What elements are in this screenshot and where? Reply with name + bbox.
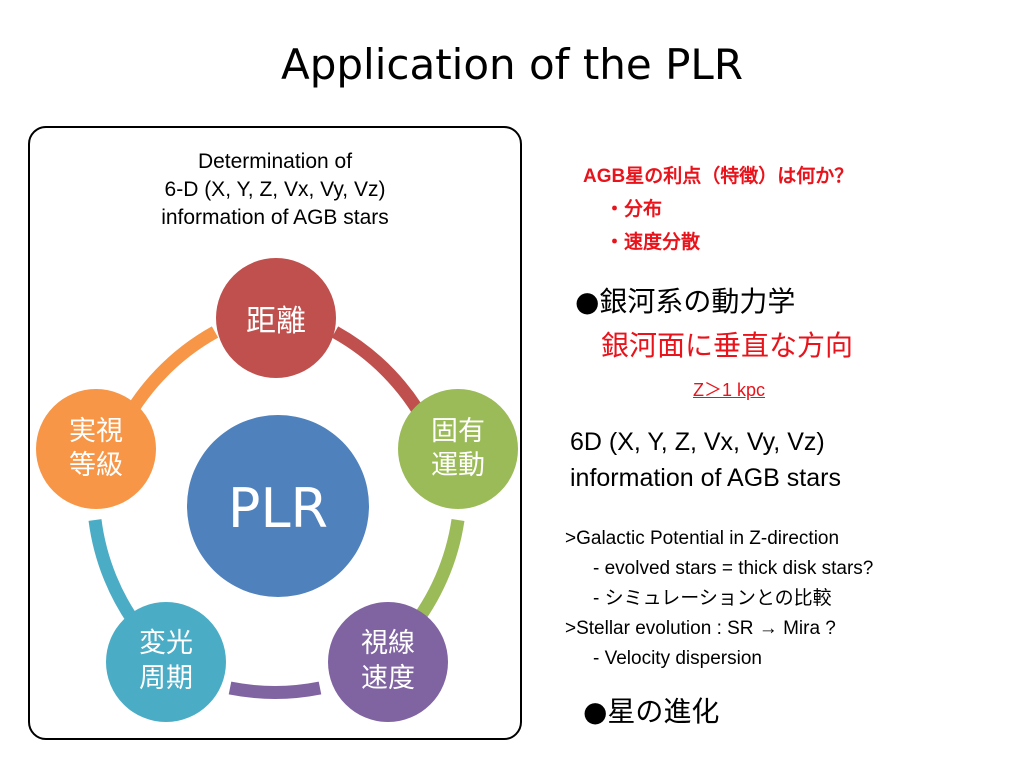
node-radial-velocity xyxy=(328,602,448,722)
node-radial-velocity-line2: 速度 xyxy=(361,663,415,694)
node-variability-period-line2: 周期 xyxy=(139,663,193,694)
node-apparent-magnitude xyxy=(36,389,156,509)
diagram-panel xyxy=(28,126,522,740)
arc-lower-right-to-lower-left xyxy=(228,681,322,699)
node-apparent-magnitude-line1: 実視 xyxy=(69,416,123,447)
advantages-block: AGB星の利点（特徴）は何か？ ・分布 ・速度分散 xyxy=(583,160,853,259)
slide-title: Application of the PLR xyxy=(280,40,744,89)
node-proper-motion-line2: 運動 xyxy=(431,450,485,481)
notes-list: >Galactic Potential in Z-direction - evo… xyxy=(565,524,873,674)
dynamics-subheading: 銀河面に垂直な方向 xyxy=(601,329,854,362)
advantage-item: ・速度分散 xyxy=(605,232,701,253)
caption-line: Determination of xyxy=(197,150,353,173)
evolution-heading: ●星の進化 xyxy=(583,695,720,728)
advantages-question: AGB星の利点（特徴）は何か？ xyxy=(583,166,854,187)
six-d-block: 6D (X, Y, Z, Vx, Vy, Vz) information of … xyxy=(570,424,841,496)
node-proper-motion-line1: 固有 xyxy=(431,416,485,447)
note-item: >Galactic Potential in Z-direction xyxy=(565,528,840,549)
node-apparent-magnitude-line2: 等級 xyxy=(69,450,123,481)
caption-line: information of AGB stars xyxy=(161,206,389,229)
note-item: >Stellar evolution : SR → Mira ? xyxy=(565,618,836,639)
note-item: - シミュレーションとの比較 xyxy=(593,588,832,609)
advantage-item: ・分布 xyxy=(605,199,663,220)
six-d-line: information of AGB stars xyxy=(570,464,841,492)
node-proper-motion xyxy=(398,389,518,509)
dynamics-heading: ●銀河系の動力学 xyxy=(575,285,796,318)
note-item: - evolved stars = thick disk stars? xyxy=(593,558,874,579)
diagram-caption: Determination of 6-D (X, Y, Z, Vx, Vy, V… xyxy=(28,148,522,232)
caption-line: 6-D (X, Y, Z, Vx, Vy, Vz) xyxy=(164,178,386,201)
dynamics-block: ●銀河系の動力学 銀河面に垂直な方向 xyxy=(575,280,853,368)
node-distance-label: 距離 xyxy=(246,304,306,339)
note-item: - Velocity dispersion xyxy=(593,648,762,669)
center-label: PLR xyxy=(228,477,328,540)
center-circle xyxy=(187,415,369,597)
node-variability-period-line1: 変光 xyxy=(139,628,193,659)
node-variability-period xyxy=(106,602,226,722)
node-radial-velocity-line1: 視線 xyxy=(361,628,415,659)
z-height-link[interactable]: Z＞1 kpc xyxy=(693,380,766,400)
six-d-line: 6D (X, Y, Z, Vx, Vy, Vz) xyxy=(570,428,825,456)
node-distance xyxy=(216,258,336,378)
